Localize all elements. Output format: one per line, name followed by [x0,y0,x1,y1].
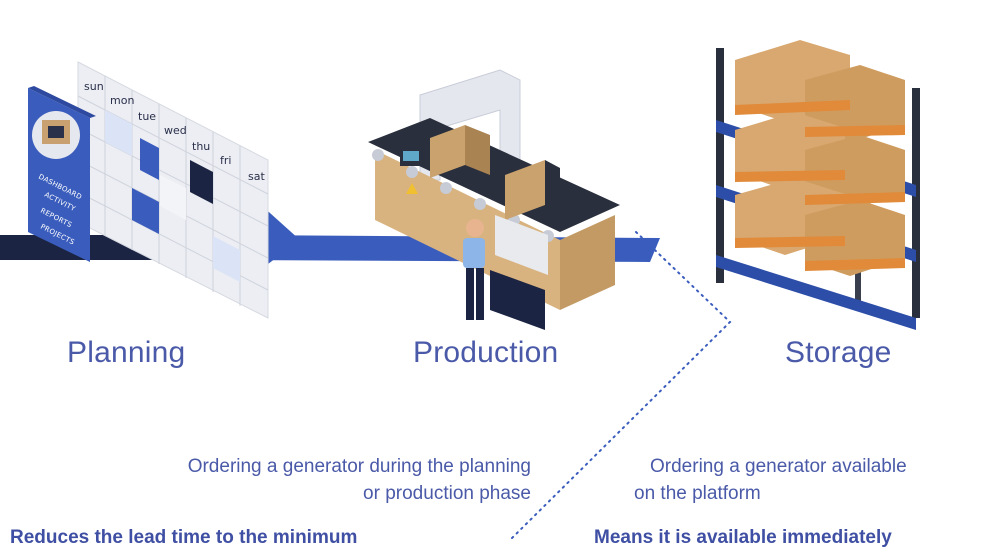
calendar-illustration: sun mon tue wed thu fri sat DASHBOARD AC… [28,61,269,319]
stage-label-planning: Planning [67,336,186,369]
stage-label-production: Production [413,336,559,369]
storage-rack-illustration [716,40,920,330]
production-line-illustration [368,69,620,330]
day-tue: tue [138,110,156,123]
stage-label-storage: Storage [785,336,892,369]
day-thu: thu [192,140,210,153]
dotted-connector [509,231,732,541]
left-note: Ordering a generator during the planning… [91,453,531,507]
right-note-emphasis: Means it is available immediately [594,527,892,548]
right-note: Ordering a generator available on the pl… [634,453,907,507]
day-wed: wed [164,124,187,137]
day-sat: sat [248,170,265,183]
left-note-emphasis: Reduces the lead time to the minimum [10,527,358,548]
right-note-line1: Ordering a generator available [650,456,907,477]
right-note-line2: on the platform [634,483,761,504]
left-note-line1: Ordering a generator during the planning [187,456,531,477]
day-fri: fri [220,154,231,167]
day-mon: mon [110,94,134,107]
calendar-day-labels: sun mon tue wed thu fri sat [84,80,265,183]
left-note-line2: or production phase [363,483,531,504]
day-sun: sun [84,80,104,93]
